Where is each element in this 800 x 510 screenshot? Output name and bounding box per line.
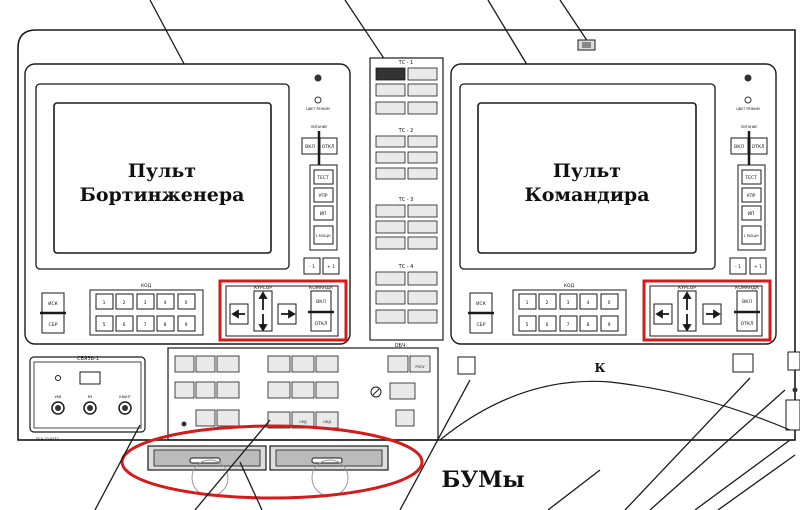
right-small-button <box>732 353 754 373</box>
right-key: 0 <box>608 300 611 306</box>
right-power-label: ПИТАНИЕ <box>741 125 758 129</box>
bottom-btn-2: ОКД <box>323 420 331 424</box>
ts3-label: ТС - 3 <box>398 197 414 203</box>
right-key: 9 <box>608 322 611 328</box>
svyaz-panel <box>29 356 146 433</box>
left-key: 7 <box>144 322 147 328</box>
svyaz-label-0: УКВ <box>55 395 62 399</box>
svyaz-title: СВЯЗЬ-1 <box>77 356 99 362</box>
left-side-btn-0: ТЕСТ <box>316 175 329 181</box>
left-cursor-label: КУРСОР <box>254 285 272 291</box>
left-key: 1 <box>103 300 106 306</box>
ts4-label: ТС - 4 <box>398 264 414 270</box>
left-mode-label: ЦВЕТ РЕЖИМ <box>306 107 330 111</box>
right-power-off: ОТКЛ <box>752 144 765 150</box>
right-cmd-off: ОТКЛ <box>741 321 754 327</box>
left-cmd-off: ОТКЛ <box>315 321 328 327</box>
right-key: 4 <box>587 300 590 306</box>
left-sbr: СБР <box>49 322 58 328</box>
right-minus1: - 1 <box>735 264 741 270</box>
left-key: 0 <box>185 300 188 306</box>
svyaz-model: ПСА-23-8732 <box>36 437 59 441</box>
svyaz-label-1: ВЧ <box>88 395 93 399</box>
lower-center-block <box>167 347 439 441</box>
right-title-line1: Пульт <box>553 160 621 182</box>
left-key: 4 <box>164 300 167 306</box>
left-key: 6 <box>123 322 126 328</box>
right-key: 1 <box>526 300 529 306</box>
cable-arc <box>439 380 791 441</box>
svyaz-label-2: КВАНТ <box>119 395 132 399</box>
obch-label: ОБЧ <box>395 343 406 349</box>
right-side-btn-3: 1 МОЩН <box>743 234 759 238</box>
left-key: 3 <box>144 300 147 306</box>
right-key: 8 <box>587 322 590 328</box>
right-key: 2 <box>546 300 549 306</box>
left-command-label: КОМАНДА <box>309 285 334 291</box>
right-key: 6 <box>546 322 549 328</box>
housing-outline <box>17 29 796 441</box>
left-side-btn-2: ИП <box>320 211 327 217</box>
right-side-btn-1: УПР <box>747 193 756 199</box>
left-isk: ИСК <box>48 301 59 307</box>
right-side-btn-0: ТЕСТ <box>744 175 757 181</box>
right-command-label: КОМАНДА <box>735 285 760 291</box>
left-side-btn-1: УПР <box>319 193 328 199</box>
left-small-button <box>457 356 476 375</box>
right-key: 7 <box>567 322 570 328</box>
left-title-line1: Пульт <box>128 160 196 182</box>
center-column <box>369 57 444 341</box>
right-sbr: СБР <box>477 322 486 328</box>
left-side-btn-3: 1 МОЩН <box>315 234 331 238</box>
right-cmd-on: ВКЛ <box>742 299 752 305</box>
left-minus1: - 1 <box>309 264 315 270</box>
left-key: 5 <box>103 322 106 328</box>
right-mode-label: ЦВЕТ РЕЖИМ <box>736 107 760 111</box>
bum-label: БУМы <box>441 467 524 493</box>
ts1-label: ТС - 1 <box>398 60 414 66</box>
left-plus1: + 1 <box>327 264 335 270</box>
bum-units <box>147 445 389 497</box>
right-code-label: КОД <box>564 283 575 289</box>
k-label: К <box>595 361 606 375</box>
bum-highlight <box>120 424 424 500</box>
bottom-btn-1: СКД <box>299 420 307 424</box>
right-title-line2: Командира <box>524 184 649 206</box>
left-panel <box>24 63 351 345</box>
right-plus1: + 1 <box>754 264 762 270</box>
right-cursor-label: КУРСОР <box>678 285 696 291</box>
left-key: 9 <box>185 322 188 328</box>
leader-lines-top <box>149 0 589 79</box>
bottom-btn-0: РОСУ <box>415 365 425 369</box>
right-cursor-highlight <box>642 279 772 342</box>
right-panel <box>450 63 777 345</box>
right-isk: ИСК <box>476 301 487 307</box>
right-key: 3 <box>567 300 570 306</box>
ts2-label: ТС - 2 <box>398 128 414 134</box>
left-power-off: ОТКЛ <box>322 144 335 150</box>
left-code-label: КОД <box>141 283 152 289</box>
right-power-on: ВКЛ <box>734 144 744 150</box>
leader-lines-bottom <box>94 377 796 510</box>
left-cursor-highlight <box>218 279 348 342</box>
left-cmd-on: ВКЛ <box>316 299 326 305</box>
left-key: 8 <box>164 322 167 328</box>
right-key: 5 <box>526 322 529 328</box>
left-key: 2 <box>123 300 126 306</box>
left-power-label: ПИТАНИЕ <box>311 125 328 129</box>
left-title-line2: Бортинженера <box>80 184 245 206</box>
left-power-on: ВКЛ <box>305 144 315 150</box>
right-side-btn-2: ИП <box>748 211 755 217</box>
